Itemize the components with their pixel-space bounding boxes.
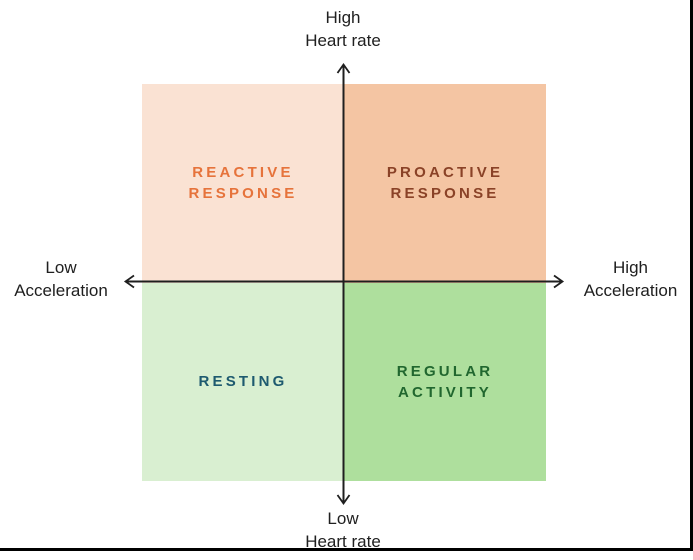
x-axis-left-label-line1: Low xyxy=(45,258,77,277)
y-axis-top-label-line2: Heart rate xyxy=(305,31,381,50)
quadrant-resting: RESTING xyxy=(142,282,344,481)
quadrant-label-line: PROACTIVE xyxy=(386,164,504,182)
quadrant-label-resting: RESTING xyxy=(198,371,287,392)
x-axis-right-label-line2: Acceleration xyxy=(583,281,678,300)
y-axis-top-label-line1: High xyxy=(325,8,361,27)
x-axis-left-label: Low Acceleration xyxy=(0,256,122,302)
y-axis-top-label: High Heart rate xyxy=(243,6,443,52)
x-axis-right-label: High Acceleration xyxy=(568,256,693,302)
quadrant-reactive-response: REACTIVE RESPONSE xyxy=(142,84,344,283)
arrowhead-down-icon xyxy=(336,494,351,506)
arrowhead-right-icon xyxy=(553,274,565,289)
quadrant-label-regular-activity: REGULAR ACTIVITY xyxy=(397,361,494,403)
y-axis-bottom-label-line1: Low xyxy=(327,509,359,528)
quadrant-label-line: ACTIVITY xyxy=(398,383,492,401)
screenshot-bottom-border xyxy=(0,548,693,551)
quadrant-label-line: RESPONSE xyxy=(188,185,298,203)
quadrant-grid: REACTIVE RESPONSE PROACTIVE RESPONSE RES… xyxy=(142,84,546,481)
quadrant-label-proactive-response: PROACTIVE RESPONSE xyxy=(387,162,503,204)
quadrant-label-line: RESTING xyxy=(198,373,288,391)
screenshot-right-border xyxy=(690,0,693,551)
x-axis-left-label-line2: Acceleration xyxy=(14,281,108,300)
x-axis-right-label-line1: High xyxy=(613,258,648,277)
arrowhead-up-icon xyxy=(336,62,351,74)
quadrant-label-line: REACTIVE xyxy=(192,164,294,182)
quadrant-label-reactive-response: REACTIVE RESPONSE xyxy=(189,162,298,204)
quadrant-regular-activity: REGULAR ACTIVITY xyxy=(344,282,546,481)
y-axis-bottom-label-line2: Heart rate xyxy=(305,532,381,551)
quadrant-proactive-response: PROACTIVE RESPONSE xyxy=(344,84,546,283)
y-axis-bottom-label: Low Heart rate xyxy=(243,507,443,553)
quadrant-label-line: RESPONSE xyxy=(390,185,500,203)
arrowhead-left-icon xyxy=(123,274,135,289)
quadrant-label-line: REGULAR xyxy=(396,362,494,380)
